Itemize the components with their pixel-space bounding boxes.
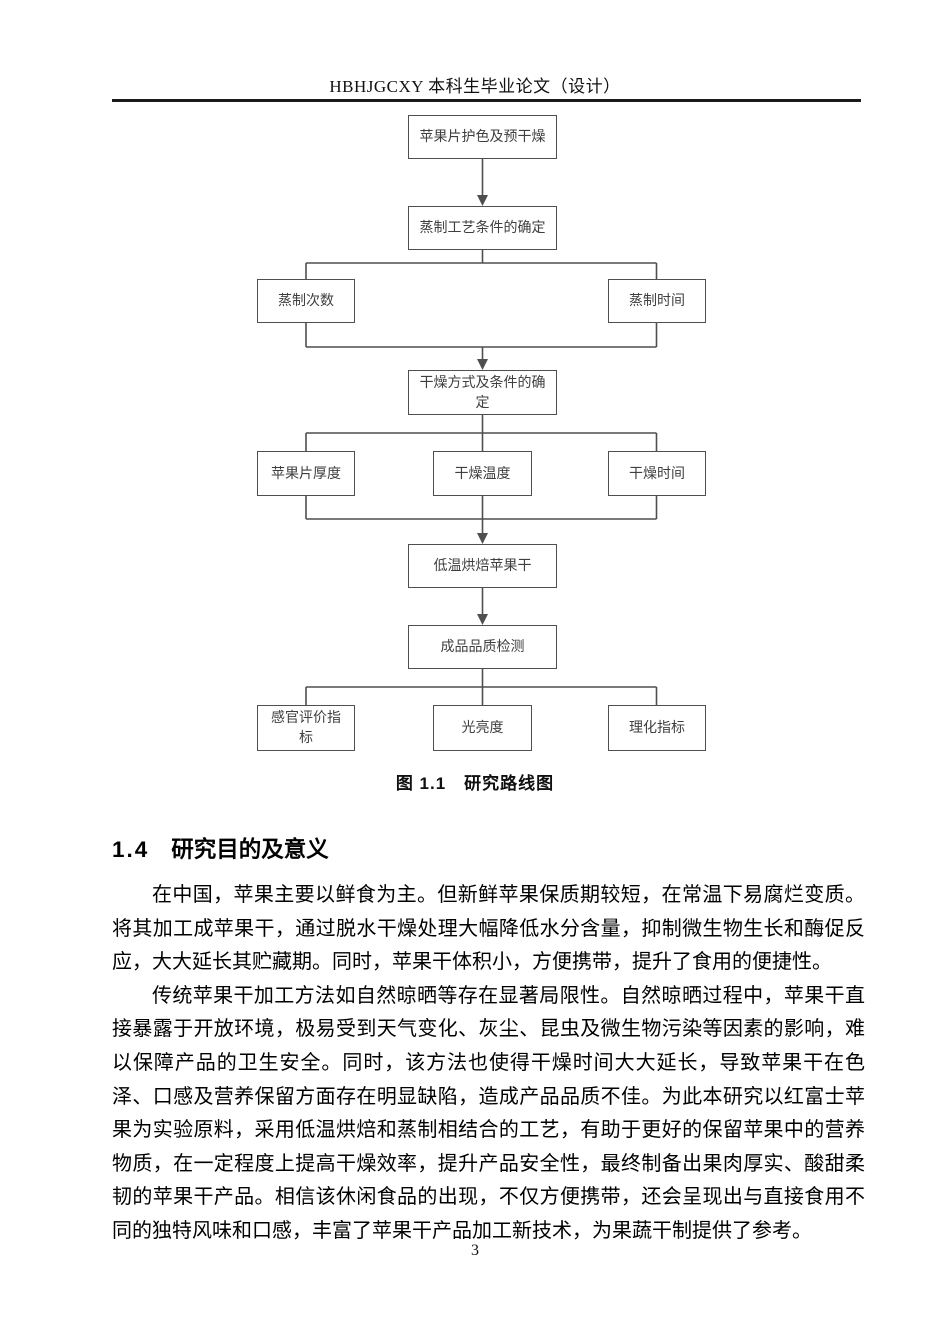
arrowhead-icon	[477, 359, 488, 370]
flowchart-box-steaming-process-conditions: 蒸制工艺条件的确定	[408, 206, 557, 250]
paragraph: 在中国，苹果主要以鲜食为主。但新鲜苹果保质期较短，在常温下易腐烂变质。将其加工成…	[112, 884, 865, 974]
flowchart-box-drying-time: 干燥时间	[608, 451, 706, 496]
figure-caption: 图 1.1 研究路线图	[395, 774, 555, 793]
arrowhead-icon	[477, 614, 488, 625]
page-header-title: HBHJGCXY 本科生毕业论文（设计）	[329, 77, 621, 96]
flowchart-box-steaming-times: 蒸制次数	[257, 279, 355, 323]
paragraph: 传统苹果干加工方法如自然晾晒等存在显著局限性。自然晾晒过程中，苹果干直接暴露于开…	[112, 984, 865, 1242]
section-number: 1.4	[112, 837, 150, 862]
flowchart-box-finished-product-quality-testing: 成品品质检测	[408, 625, 557, 669]
page-number: 3	[471, 1242, 479, 1259]
arrowhead-icon	[477, 533, 488, 544]
flowchart-box-brightness: 光亮度	[433, 705, 532, 751]
flowchart-box-physicochemical-index: 理化指标	[608, 705, 706, 751]
flowchart-box-drying-temperature: 干燥温度	[433, 451, 532, 496]
flowchart-connector-lines	[305, 159, 658, 705]
flowchart-box-drying-method-and-conditions: 干燥方式及条件的确定	[408, 370, 557, 415]
flowchart-box-apple-slice-thickness: 苹果片厚度	[257, 451, 355, 496]
flowchart-box-apple-slice-color-protection-predrying: 苹果片护色及预干燥	[408, 115, 557, 159]
flowchart-box-steaming-time: 蒸制时间	[608, 279, 706, 323]
flowchart-box-low-temp-baked-dried-apple: 低温烘焙苹果干	[408, 544, 557, 588]
body-text-block: 在中国，苹果主要以鲜食为主。但新鲜苹果保质期较短，在常温下易腐烂变质。将其加工成…	[112, 879, 865, 1249]
header-divider-rule	[112, 99, 861, 102]
arrowhead-icon	[477, 195, 488, 206]
flowchart-box-sensory-evaluation-index: 感官评价指标	[257, 705, 355, 751]
section-heading: 1.4 研究目的及意义	[112, 832, 329, 864]
section-title: 研究目的及意义	[171, 837, 329, 862]
